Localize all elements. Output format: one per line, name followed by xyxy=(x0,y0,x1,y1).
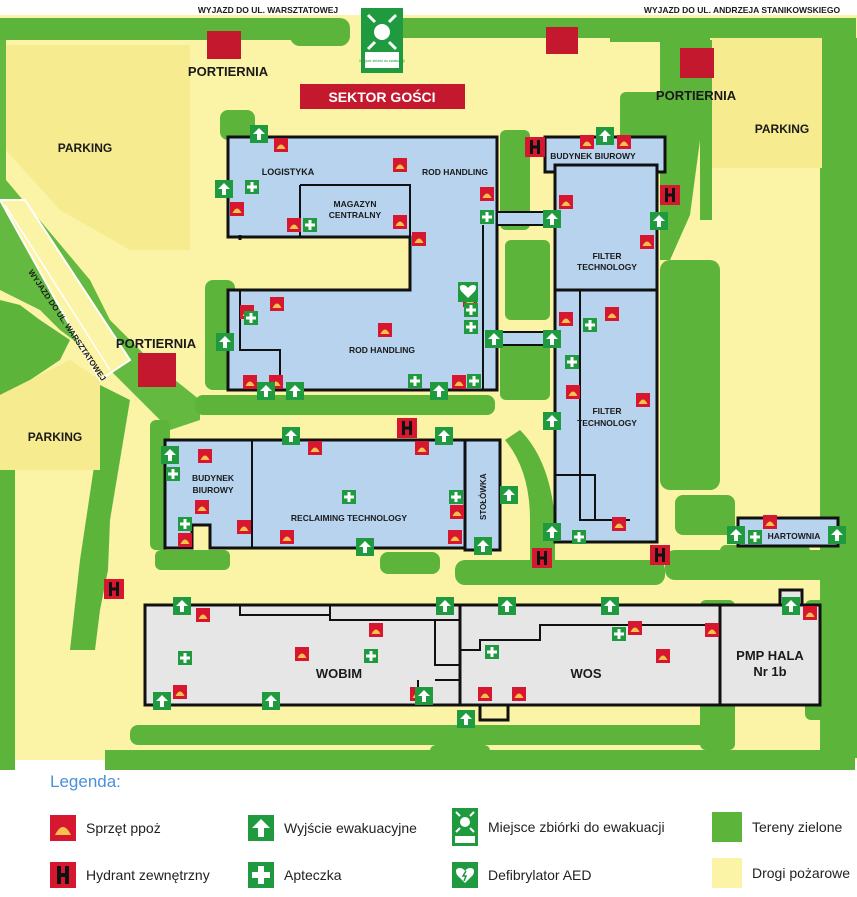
parking-label-3: PARKING xyxy=(28,430,82,444)
legend-label: Tereny zielone xyxy=(752,819,843,835)
building-wos xyxy=(458,603,722,722)
assembly-point-icon xyxy=(361,8,403,73)
legend-label: Defibrylator AED xyxy=(488,867,592,883)
assembly-sign-text: Miejsce zbiórki do ewakuacji xyxy=(359,59,405,63)
label-pmp-2: Nr 1b xyxy=(753,664,786,679)
assembly-point-icon xyxy=(452,808,478,846)
gatehouse-markers xyxy=(138,27,714,387)
guest-sector-label: SEKTOR GOŚCI xyxy=(328,88,435,105)
label-wobim: WOBIM xyxy=(316,666,362,681)
legend-item-aed: Defibrylator AED xyxy=(452,862,591,888)
parking-areas xyxy=(0,38,822,470)
legend-item-fire-equipment: Sprzęt ppoż xyxy=(50,815,161,841)
green-area-swatch xyxy=(712,812,742,842)
evacuation-exit-icon xyxy=(248,815,274,841)
legend-label: Apteczka xyxy=(284,867,342,883)
legend-label: Sprzęt ppoż xyxy=(86,820,161,836)
legend-label: Drogi pożarowe xyxy=(752,865,851,881)
label-wos: WOS xyxy=(570,666,601,681)
legend-item-assembly-point: Miejsce zbiórki do ewakuacji xyxy=(452,808,665,846)
label-filter-1a: FILTER xyxy=(592,251,621,261)
exit-label-stanikowskiego: WYJAZD DO UL. ANDRZEJA STANIKOWSKIEGO xyxy=(644,5,841,15)
label-hartownia: HARTOWNIA xyxy=(768,531,821,541)
legend-item-first-aid: Apteczka xyxy=(248,862,342,888)
legend-item-fire-roads: Drogi pożarowe xyxy=(712,858,850,888)
label-stolowka: STOŁÓWKA xyxy=(479,473,488,520)
side-road xyxy=(0,199,132,382)
first-aid-icon xyxy=(248,862,274,888)
aed-marker xyxy=(458,282,478,302)
gatehouse-label-3: PORTIERNIA xyxy=(116,336,197,351)
label-magazyn-2: CENTRALNY xyxy=(329,210,382,220)
label-magazyn-1: MAGAZYN xyxy=(334,199,377,209)
aed-icon xyxy=(452,862,478,888)
label-logistyka: LOGISTYKA xyxy=(262,167,315,177)
guest-sector-bar xyxy=(300,84,465,109)
legend-label: Hydrant zewnętrzny xyxy=(86,867,210,883)
label-budynek-biurowy: BUDYNEK BIUROWY xyxy=(550,151,636,161)
label-filter-2a: FILTER xyxy=(592,406,621,416)
legend-label: Wyjście ewakuacyjne xyxy=(284,820,417,836)
fire-road-swatch xyxy=(712,858,742,888)
fire-equipment-icon xyxy=(50,815,76,841)
label-pmp-1: PMP HALA xyxy=(736,648,804,663)
label-filter-2b: TECHNOLOGY xyxy=(577,418,637,428)
label-rod-handling-1: ROD HANDLING xyxy=(422,167,488,177)
label-rod-handling-2: ROD HANDLING xyxy=(349,345,415,355)
label-biurowy-2b: BIUROWY xyxy=(192,485,233,495)
site-map: SEKTOR GOŚCI Miejsce zbiórki do ewakuacj… xyxy=(0,5,857,770)
legend-label: Miejsce zbiórki do ewakuacji xyxy=(488,819,665,835)
label-filter-1b: TECHNOLOGY xyxy=(577,262,637,272)
label-reclaiming: RECLAIMING TECHNOLOGY xyxy=(291,513,407,523)
hydrant-icon xyxy=(50,862,76,888)
legend-item-evacuation-exit: Wyjście ewakuacyjne xyxy=(248,815,417,841)
legend-title: Legenda: xyxy=(50,772,121,791)
legend-item-hydrant: Hydrant zewnętrzny xyxy=(50,862,210,888)
legend-item-green-areas: Tereny zielone xyxy=(712,812,842,842)
gatehouse-label-1: PORTIERNIA xyxy=(188,64,269,79)
gatehouse-label-2: PORTIERNIA xyxy=(656,88,737,103)
label-biurowy-2a: BUDYNEK xyxy=(192,473,235,483)
building-filter-technology xyxy=(543,135,667,544)
exit-label-warsztatowej: WYJAZD DO UL. WARSZTATOWEJ xyxy=(198,5,339,15)
parking-label-1: PARKING xyxy=(58,141,112,155)
parking-label-2: PARKING xyxy=(755,122,809,136)
